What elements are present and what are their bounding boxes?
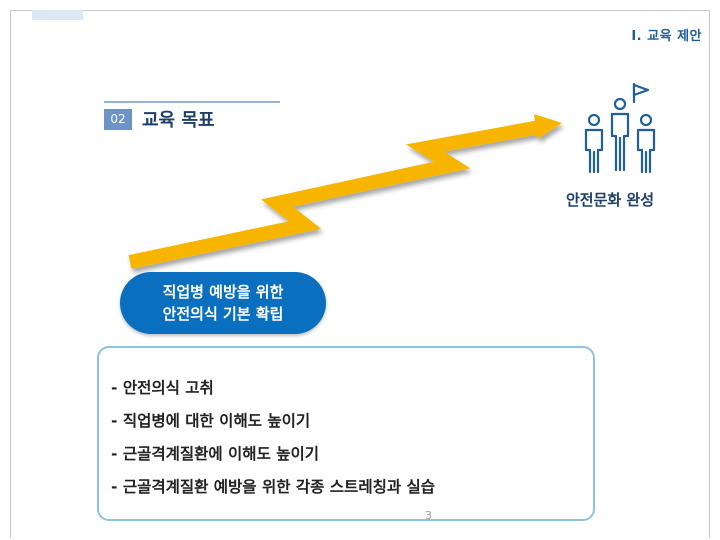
heading-title: 교육 목표: [142, 110, 215, 131]
starting-goal-badge: 직업병 예방을 위한 안전의식 기본 확립: [120, 272, 326, 334]
page-number: 3: [425, 509, 432, 522]
section-label: Ⅰ. 교육 제안: [631, 29, 702, 44]
list-item: - 근골격계질환 예방을 위한 각종 스트레칭과 실습: [111, 478, 436, 496]
heading-divider: [104, 101, 280, 103]
heading-number-badge: 02: [104, 109, 132, 130]
goal-label: 안전문화 완성: [566, 191, 655, 209]
objectives-box: - 안전의식 고취 - 직업병에 대한 이해도 높이기 - 근골격계질환에 이해…: [97, 346, 595, 521]
list-item: - 안전의식 고취: [111, 379, 214, 397]
list-item: - 근골격계질환에 이해도 높이기: [111, 445, 320, 463]
objectives-list: - 안전의식 고취 - 직업병에 대한 이해도 높이기 - 근골격계질환에 이해…: [111, 372, 435, 504]
team-flag-icon: [584, 82, 656, 174]
top-tab-decoration: [32, 10, 83, 20]
starting-goal-line-2: 안전의식 기본 확립: [162, 305, 284, 323]
list-item: - 직업병에 대한 이해도 높이기: [111, 412, 311, 430]
starting-goal-line-1: 직업병 예방을 위한: [162, 283, 284, 301]
